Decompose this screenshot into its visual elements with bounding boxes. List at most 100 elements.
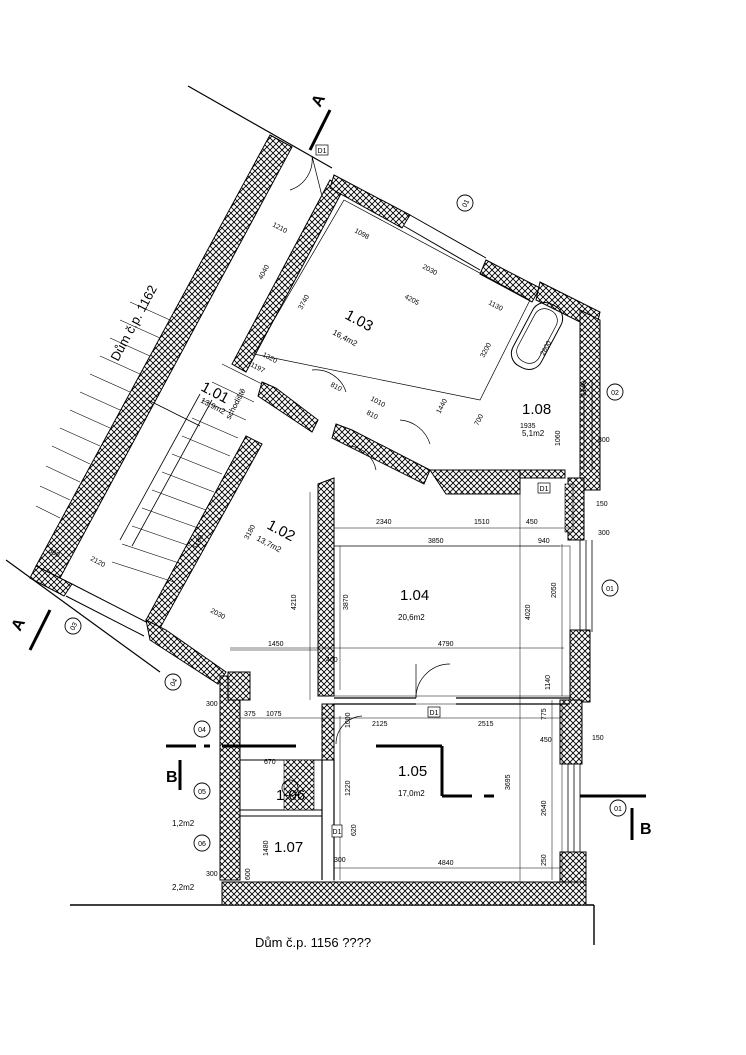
dim-3850: 3850 xyxy=(428,538,444,545)
dim-375: 375 xyxy=(244,711,256,718)
dim-2340: 2340 xyxy=(376,519,392,526)
dim-2050: 2050 xyxy=(551,582,558,598)
wall-right-outer xyxy=(579,309,601,491)
room-108-number: 1.08 xyxy=(522,401,551,418)
room-103-number: 1.03 xyxy=(342,307,376,336)
room-105-area: 17,0m2 xyxy=(398,789,425,798)
axis-01-top: 01 xyxy=(461,199,471,209)
dim-1010: 1010 xyxy=(369,396,386,410)
dim-600: 600 xyxy=(245,868,252,880)
dim-2600: 2600 xyxy=(540,340,554,357)
door-tags: D1 D1 D1 D1 xyxy=(315,144,551,838)
dim-1075: 1075 xyxy=(266,711,282,718)
wall-mid xyxy=(257,381,319,433)
small-area-1: 1,2m2 xyxy=(172,819,195,828)
dim-3180: 3180 xyxy=(244,524,258,541)
dim-300-b: 300 xyxy=(598,530,610,537)
small-area-2: 2,2m2 xyxy=(172,883,195,892)
axis-04-rot: 04 xyxy=(169,678,179,688)
wall-bottom-outer xyxy=(221,881,587,906)
door-tag-107: D1 xyxy=(333,829,342,836)
dim-940: 940 xyxy=(538,538,550,545)
dim-3200: 3200 xyxy=(480,342,494,359)
dim-1140-top: 1140 xyxy=(581,381,588,396)
dim-2120: 2120 xyxy=(89,556,106,570)
dim-670: 670 xyxy=(264,759,276,766)
dim-4840: 4840 xyxy=(438,860,454,867)
wall-stair-inner-2 xyxy=(145,435,263,629)
door-tag-105: D1 xyxy=(430,710,439,717)
dim-4205: 4205 xyxy=(403,294,420,308)
dim-4210: 4210 xyxy=(291,594,298,610)
dim-150-b: 150 xyxy=(592,735,604,742)
axis-02: 02 xyxy=(611,390,619,397)
room-106-number: 1.06 xyxy=(276,787,305,804)
dim-1210: 1210 xyxy=(271,222,288,236)
dim-2640: 2640 xyxy=(541,800,548,816)
dim-620: 620 xyxy=(351,824,358,836)
dim-4790: 4790 xyxy=(438,641,454,648)
axis-01-right: 01 xyxy=(606,586,614,593)
section-b-left: B xyxy=(166,769,178,786)
dim-1098: 1098 xyxy=(353,228,370,242)
dim-1450: 1450 xyxy=(268,641,284,648)
dim-150: 150 xyxy=(596,501,608,508)
wall-top-103 xyxy=(329,174,411,229)
dim-3695: 3695 xyxy=(505,774,512,790)
door-tag-stair: D1 xyxy=(318,148,327,155)
axis-01-bottom: 01 xyxy=(614,806,622,813)
rotated-wing xyxy=(29,134,601,685)
dimension-lines xyxy=(230,492,570,882)
dim-4040: 4040 xyxy=(258,264,272,281)
dim-500: 500 xyxy=(47,548,61,560)
dim-4020: 4020 xyxy=(525,604,532,620)
room-107-number: 1.07 xyxy=(274,839,303,856)
dim-3740: 3740 xyxy=(298,294,312,311)
dim-2515: 2515 xyxy=(478,721,494,728)
section-line-a xyxy=(28,109,332,651)
wall-top-103-right xyxy=(479,259,541,303)
dim-1480: 1480 xyxy=(263,840,270,856)
dim-300-d: 300 xyxy=(206,701,218,708)
section-line-b xyxy=(166,744,646,840)
dim-2030-top: 2030 xyxy=(421,264,438,278)
wall-mid-2 xyxy=(331,423,431,485)
dim-775: 775 xyxy=(541,708,548,720)
room-105-number: 1.05 xyxy=(398,763,427,780)
stair-treads xyxy=(35,301,263,583)
orthogonal-block xyxy=(28,109,646,906)
room-103-area: 16,4m2 xyxy=(331,328,359,349)
dim-2125: 2125 xyxy=(372,721,388,728)
dim-1510: 1510 xyxy=(474,519,490,526)
dim-1440: 1440 xyxy=(436,398,450,415)
dim-400: 400 xyxy=(326,657,338,664)
section-a-bottom: A xyxy=(9,615,30,634)
axis-06: 06 xyxy=(198,841,206,848)
dim-1140-b: 1140 xyxy=(545,675,552,690)
dim-1130: 1130 xyxy=(487,300,504,313)
axis-04: 04 xyxy=(198,727,206,734)
wall-108-bottom xyxy=(429,469,521,495)
dim-1197: 1197 xyxy=(249,362,266,375)
dim-1320: 1320 xyxy=(261,352,278,366)
toilet-symbol xyxy=(281,779,299,797)
dim-700: 700 xyxy=(474,413,486,427)
dim-300-e: 300 xyxy=(334,857,346,864)
dim-810-b: 810 xyxy=(365,410,379,422)
room-103-outline xyxy=(253,199,531,401)
section-a-top: A xyxy=(309,91,330,110)
dim-810-a: 810 xyxy=(329,382,343,394)
axis-03: 03 xyxy=(69,622,79,632)
dim-450-b: 450 xyxy=(540,737,552,744)
dim-250: 250 xyxy=(541,854,548,866)
axis-labels: 01 02 01 03 04 04 05 06 01 xyxy=(69,199,622,848)
room-108-area: 5,1m2 xyxy=(522,429,545,438)
door-tag-108: D1 xyxy=(540,486,549,493)
room-104-number: 1.04 xyxy=(400,587,429,604)
dim-1935: 1935 xyxy=(520,423,536,430)
dim-1000: 1000 xyxy=(345,712,352,728)
dim-1220: 1220 xyxy=(345,780,352,796)
room-104-area: 20,6m2 xyxy=(398,613,425,622)
dim-3870: 3870 xyxy=(343,594,350,610)
